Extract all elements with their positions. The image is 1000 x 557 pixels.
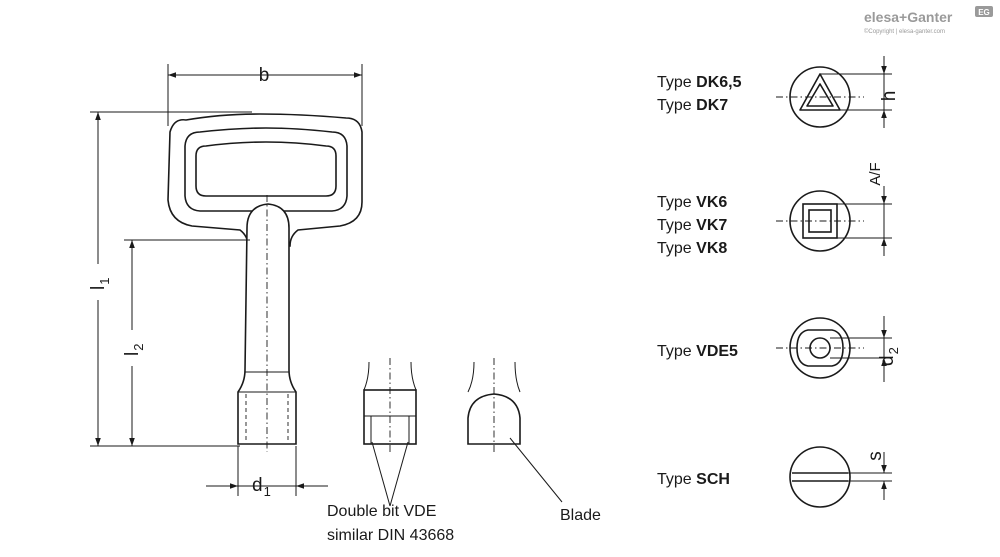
- dimension-d1: d1: [206, 446, 328, 499]
- dimension-l2: l2: [120, 239, 250, 446]
- brand-logo: elesa+Ganter EG ©Copyright | elesa-gante…: [864, 6, 993, 35]
- dk-triangle-inner: [806, 83, 834, 107]
- dimension-b: b: [167, 64, 363, 126]
- double-bit-left-edge: [363, 361, 370, 391]
- svg-text:Type VK7: Type VK7: [657, 217, 727, 234]
- type-vk8-code: VK8: [696, 240, 727, 257]
- type-vk6-code: VK6: [696, 194, 727, 211]
- type-vk-section: Type VK6 Type VK7 Type VK8 A/F: [657, 162, 892, 257]
- dimension-d2-label: d: [877, 355, 898, 366]
- svg-text:Type DK7: Type DK7: [657, 97, 728, 114]
- double-bit-label-line2: similar DIN 43668: [327, 527, 454, 544]
- svg-text:Type VK6: Type VK6: [657, 194, 727, 211]
- dimension-l1: l1: [86, 111, 252, 447]
- svg-text:d1: d1: [252, 475, 271, 499]
- dimension-b-label: b: [259, 65, 270, 86]
- double-bit-label-line1: Double bit VDE: [327, 503, 436, 520]
- type-vk7-prefix: Type: [657, 217, 696, 234]
- type-vde5-section: Type VDE5 d2: [657, 316, 901, 382]
- type-vde5-prefix: Type: [657, 343, 696, 360]
- blade-left-edge: [467, 361, 475, 393]
- brand-badge-text: EG: [978, 8, 990, 17]
- blade-label: Blade: [560, 507, 601, 524]
- svg-text:Type VK8: Type VK8: [657, 240, 727, 257]
- dimension-l2-subscript: 2: [131, 344, 146, 351]
- brand-copyright: ©Copyright | elesa-ganter.com: [864, 28, 945, 35]
- type-sch-prefix: Type: [657, 471, 696, 488]
- blade-detail: Blade: [467, 358, 601, 524]
- svg-text:Type DK6,5: Type DK6,5: [657, 74, 742, 91]
- type-vk8-prefix: Type: [657, 240, 696, 257]
- dimension-h-label: h: [879, 91, 900, 102]
- key-front-view: [167, 113, 363, 452]
- svg-text:d2: d2: [877, 347, 901, 366]
- type-vk6-prefix: Type: [657, 194, 696, 211]
- dimension-l1-label: l: [88, 286, 109, 290]
- svg-text:Type SCH: Type SCH: [657, 471, 730, 488]
- key-shaft: [237, 203, 297, 445]
- dimension-l1-subscript: 1: [97, 278, 112, 285]
- type-dk7-prefix: Type: [657, 97, 696, 114]
- dimension-d1-label: d: [252, 475, 263, 496]
- svg-text:Type VDE5: Type VDE5: [657, 343, 738, 360]
- type-dk65-code: DK6,5: [696, 74, 741, 91]
- type-sch-code: SCH: [696, 471, 730, 488]
- type-sch-section: Type SCH s: [657, 446, 892, 508]
- type-dk65-prefix: Type: [657, 74, 696, 91]
- type-vk7-code: VK7: [696, 217, 727, 234]
- dimension-s-label: s: [865, 451, 886, 461]
- blade-right-edge: [514, 361, 521, 393]
- type-vde5-code: VDE5: [696, 343, 738, 360]
- dimension-af-label: A/F: [867, 162, 884, 185]
- svg-text:l2: l2: [122, 344, 146, 356]
- key-handle-window: [195, 141, 337, 197]
- dimension-d2-subscript: 2: [886, 347, 901, 354]
- double-bit-right-edge: [410, 361, 417, 391]
- dimension-d1-subscript: 1: [264, 484, 271, 499]
- svg-text:l1: l1: [88, 278, 112, 290]
- dimension-l2-label: l: [122, 352, 143, 356]
- brand-name: elesa+Ganter: [864, 9, 953, 25]
- sch-profile-circle: [789, 446, 851, 508]
- double-bit-vde-detail: Double bit VDE similar DIN 43668: [327, 358, 454, 544]
- type-dk7-code: DK7: [696, 97, 728, 114]
- type-dk-section: Type DK6,5 Type DK7 h: [657, 56, 900, 128]
- brand-badge-icon: [975, 6, 993, 17]
